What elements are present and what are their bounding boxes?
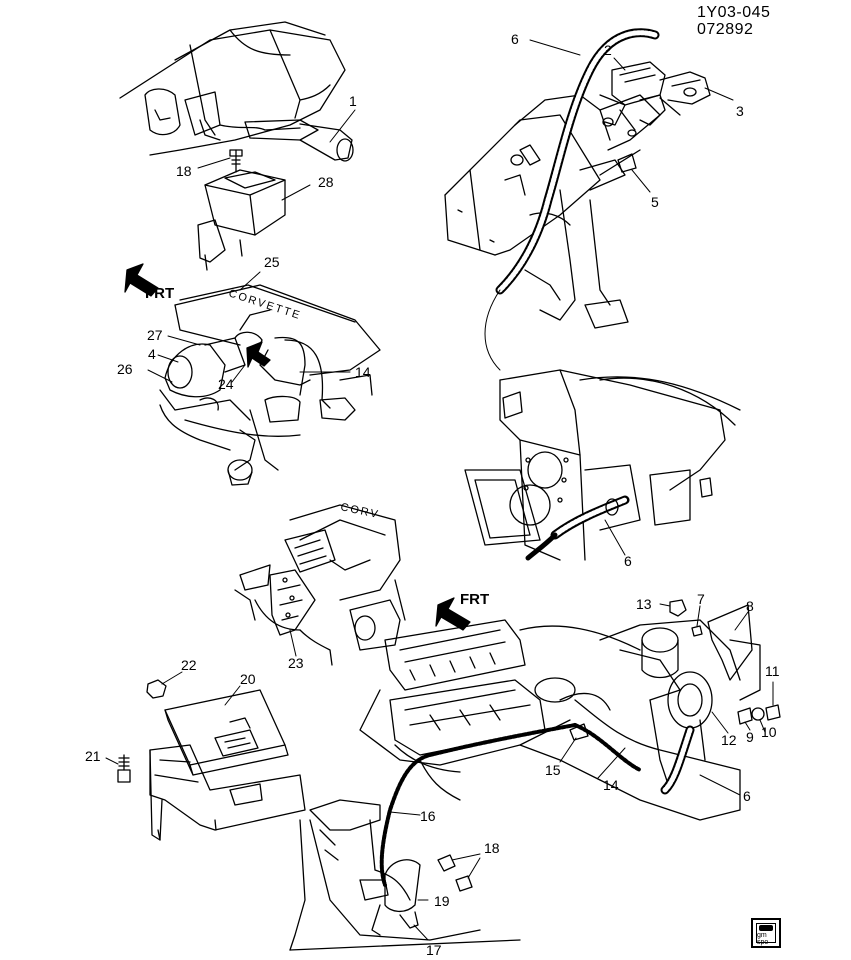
callout-3: 3 [736, 103, 744, 119]
switches-2-3 [599, 61, 711, 173]
frt-arrow-icon [124, 263, 159, 297]
frt-label-lower: FRT [460, 591, 489, 608]
engine-servo-drawing [159, 284, 381, 486]
fastener-18a [437, 854, 456, 872]
callout-18a: 18 [176, 163, 192, 179]
callout-13: 13 [636, 596, 652, 612]
callout-23: 23 [288, 655, 304, 671]
callout-6c: 6 [743, 788, 751, 804]
callout-27: 27 [147, 327, 163, 343]
callout-17: 17 [426, 942, 442, 958]
nut-22 [146, 679, 167, 699]
bolt-7 [691, 625, 703, 637]
callout-1: 1 [349, 93, 357, 109]
callout-10: 10 [761, 724, 777, 740]
callout-14a: 14 [355, 364, 371, 380]
callout-21: 21 [85, 748, 101, 764]
bracket-8 [707, 604, 753, 681]
callout-5: 5 [651, 194, 659, 210]
pedal-assembly-drawing [444, 94, 661, 329]
callout-labels: 1 2 3 4 5 6 6 6 7 8 9 10 11 12 13 14 14 … [85, 31, 780, 958]
callout-22: 22 [181, 657, 197, 673]
fastener-18b [455, 875, 473, 892]
part-28-module [197, 149, 286, 271]
connector-15 [569, 723, 589, 741]
callout-8: 8 [746, 598, 754, 614]
callout-6a: 6 [511, 31, 519, 47]
callout-11: 11 [765, 663, 780, 679]
lower-body-drawing [289, 799, 521, 951]
firewall-drawing [464, 369, 741, 561]
callout-20: 20 [240, 671, 256, 687]
callout-9: 9 [746, 729, 754, 745]
bolt-11 [765, 704, 781, 721]
callout-7: 7 [697, 591, 705, 607]
logo-text-top: gm [757, 932, 767, 939]
pointer-arrow-icon [246, 341, 271, 368]
engine-part-23-drawing [234, 504, 406, 666]
callout-6b: 6 [624, 553, 632, 569]
harness-16 [379, 723, 577, 887]
steering-column-drawing [119, 21, 354, 162]
callout-4: 4 [148, 346, 156, 362]
frt-label: FRT [145, 285, 174, 302]
callout-28: 28 [318, 174, 334, 190]
fastener-9 [737, 707, 753, 725]
callout-25: 25 [264, 254, 280, 270]
callout-19: 19 [434, 893, 450, 909]
diagram-date: 072892 [697, 21, 754, 38]
gm-spo-logo: gm spo [751, 918, 781, 948]
callout-2: 2 [604, 42, 612, 58]
callout-26: 26 [117, 361, 133, 377]
screw-21 [117, 754, 131, 783]
callout-16: 16 [420, 808, 436, 824]
nut-13 [669, 599, 687, 617]
logo-text-bottom: spo [757, 939, 769, 946]
engine-lettering-middle: CORV [339, 501, 380, 521]
callout-14b: 14 [603, 777, 619, 793]
washer-10 [751, 707, 765, 721]
callout-24: 24 [218, 376, 234, 392]
diagram-code: 1Y03-045 [697, 4, 771, 21]
callout-12: 12 [721, 732, 737, 748]
callout-15: 15 [545, 762, 561, 778]
control-module-20 [149, 689, 306, 841]
engine-lettering-top: CORVETTE [227, 287, 303, 322]
engine-bay-drawing [359, 619, 761, 821]
callout-18b: 18 [484, 840, 500, 856]
